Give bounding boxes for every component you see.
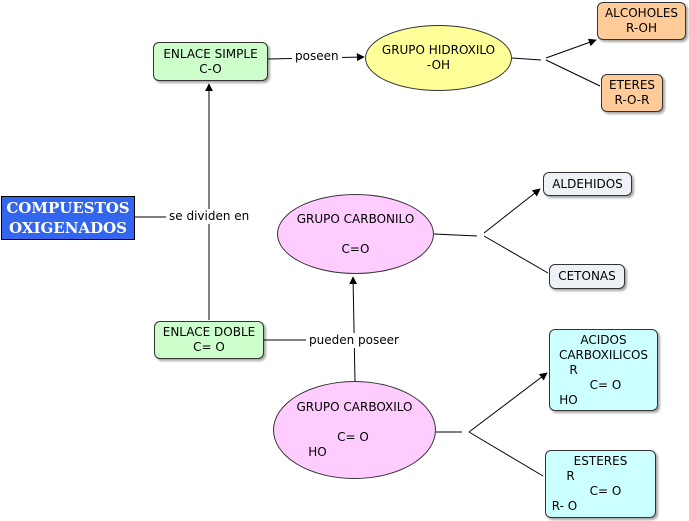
node-enlace-doble: ENLACE DOBLE C= O bbox=[154, 321, 264, 359]
branch-to-esteres bbox=[468, 431, 544, 477]
acidos-line5: HO bbox=[559, 392, 578, 407]
branch-to-aldehidos bbox=[483, 188, 541, 234]
hidroxilo-branch bbox=[511, 57, 542, 61]
aldehidos-label: ALDEHIDOS bbox=[552, 176, 623, 191]
acidos-line3: R bbox=[569, 362, 578, 377]
esteres-line3: C= O bbox=[589, 484, 622, 498]
carboxilo-to-carbonilo bbox=[349, 276, 358, 382]
carboxilo-line2: C= O bbox=[337, 430, 369, 444]
enlace-doble-line1: ENLACE DOBLE bbox=[162, 325, 256, 339]
carboxilo-line1: GRUPO CARBOXILO bbox=[296, 400, 413, 414]
node-cetonas: CETONAS bbox=[549, 264, 625, 289]
node-acidos-carboxilicos: ACIDOS CARBOXILICOS R C= O HO bbox=[549, 329, 658, 411]
carbonilo-branch bbox=[433, 233, 478, 237]
cetonas-label: CETONAS bbox=[558, 269, 616, 283]
link-label-poseen: poseen bbox=[292, 49, 342, 64]
root-compuestos-oxigenados: COMPUESTOS OXIGENADOS bbox=[1, 196, 135, 240]
node-grupo-hidroxilo: GRUPO HIDROXILO -OH bbox=[365, 25, 512, 91]
carboxilo-line3: HO bbox=[308, 445, 327, 459]
hidroxilo-line2: -OH bbox=[426, 58, 451, 72]
esteres-line4: R- O bbox=[551, 499, 578, 513]
carbonilo-line1: GRUPO CARBONILO bbox=[296, 211, 415, 226]
branch-to-eteres bbox=[545, 59, 601, 87]
root-line1: COMPUESTOS bbox=[6, 199, 130, 217]
acidos-line4: C= O bbox=[589, 377, 622, 392]
root-line2: OXIGENADOS bbox=[9, 219, 127, 237]
node-alcoholes: ALCOHOLES R-OH bbox=[597, 2, 686, 40]
enlace-simple-line1: ENLACE SIMPLE bbox=[163, 46, 258, 61]
branch-to-acidos bbox=[468, 372, 548, 433]
node-grupo-carboxilo: GRUPO CARBOXILO C= O HO bbox=[273, 381, 436, 479]
branch-to-cetonas bbox=[483, 235, 549, 274]
node-enlace-simple: ENLACE SIMPLE C-O bbox=[153, 42, 268, 81]
eteres-line2: R-O-R bbox=[614, 93, 650, 107]
acidos-line1: ACIDOS bbox=[580, 332, 627, 347]
node-aldehidos: ALDEHIDOS bbox=[543, 172, 632, 196]
esteres-line1: ESTERES bbox=[573, 454, 628, 468]
enlace-doble-line2: C= O bbox=[193, 340, 225, 354]
enlace-simple-line2: C-O bbox=[199, 61, 222, 76]
node-eteres: ETERES R-O-R bbox=[601, 74, 663, 112]
node-esteres: ESTERES R C= O R- O bbox=[545, 450, 656, 518]
eteres-line1: ETERES bbox=[608, 78, 656, 92]
alcoholes-line2: R-OH bbox=[626, 21, 657, 35]
alcoholes-line1: ALCOHOLES bbox=[604, 6, 679, 20]
node-grupo-carbonilo: GRUPO CARBONILO C=O bbox=[277, 194, 434, 274]
esteres-line2: R bbox=[566, 469, 575, 483]
branch-to-alcoholes bbox=[545, 38, 597, 59]
carbonilo-line2: C=O bbox=[341, 241, 370, 256]
acidos-line2: CARBOXILICOS bbox=[558, 347, 649, 362]
link-label-pueden-poseer: pueden poseer bbox=[306, 333, 402, 348]
hidroxilo-line1: GRUPO HIDROXILO bbox=[381, 43, 496, 57]
link-label-se-dividen-en: se dividen en bbox=[166, 209, 253, 224]
